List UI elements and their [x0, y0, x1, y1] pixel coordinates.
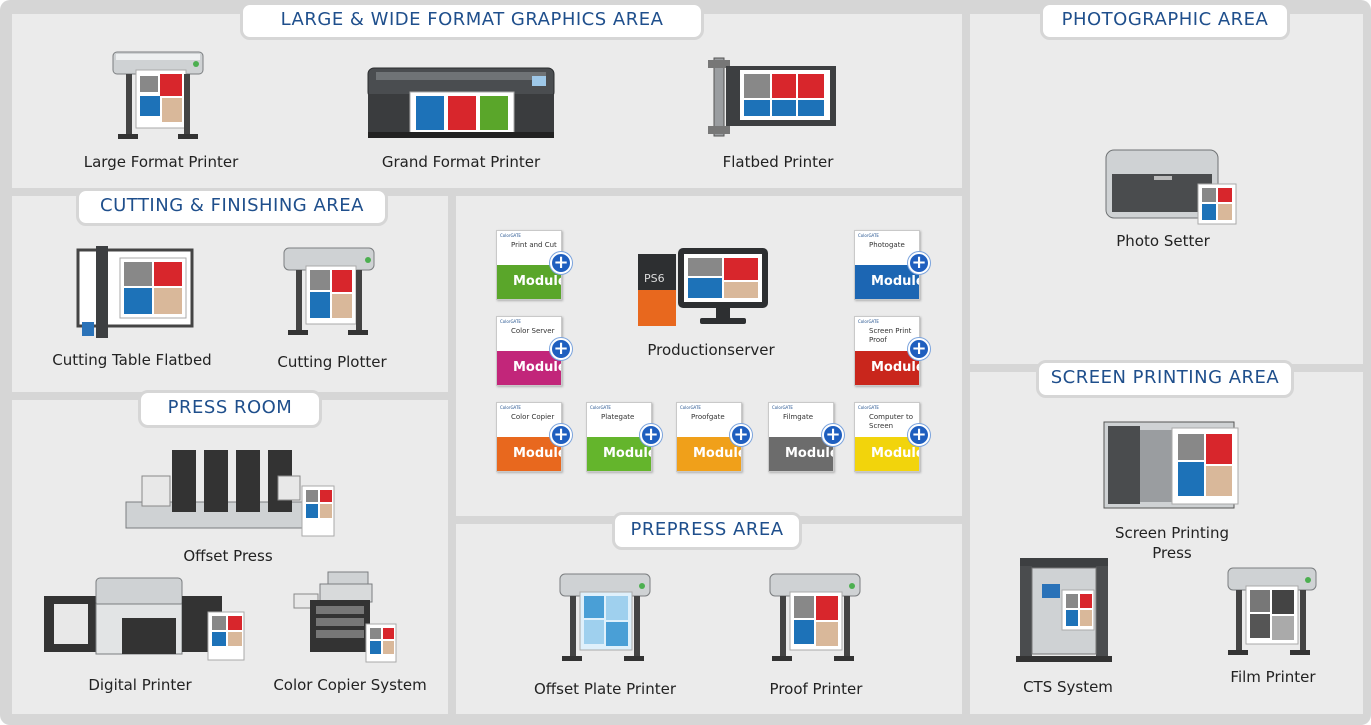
flatbed-printer-label: Flatbed Printer: [680, 152, 876, 172]
color-copier-system-label: Color Copier System: [260, 675, 440, 695]
cutting-plotter-label: Cutting Plotter: [262, 352, 402, 372]
cutting-finishing-area-title: CUTTING & FINISHING AREA: [76, 188, 388, 226]
plus-icon: +: [822, 424, 844, 446]
proof-printer-label: Proof Printer: [746, 679, 886, 699]
plus-icon: +: [908, 338, 930, 360]
flatbed-printer-icon[interactable]: [706, 56, 842, 138]
plus-icon: +: [908, 252, 930, 274]
press-room-title: PRESS ROOM: [138, 390, 322, 428]
prepress-area-title: PREPRESS AREA: [612, 512, 802, 550]
module-brand: ColorGATE: [500, 319, 521, 324]
large-format-area-title: LARGE & WIDE FORMAT GRAPHICS AREA: [240, 2, 704, 40]
module-screen-print-proof[interactable]: ColorGATE Screen Print Proof Module +: [854, 316, 922, 388]
proof-printer-icon[interactable]: [766, 572, 864, 668]
module-filmgate[interactable]: ColorGATE Filmgate Module +: [768, 402, 836, 474]
module-brand: ColorGATE: [590, 405, 611, 410]
plus-icon: +: [550, 252, 572, 274]
production-server-icon[interactable]: PS6: [636, 246, 770, 330]
plus-icon: +: [640, 424, 662, 446]
module-brand: ColorGATE: [858, 319, 879, 324]
module-color-copier[interactable]: ColorGATE Color Copier Module +: [496, 402, 564, 474]
module-proofgate[interactable]: ColorGATE Proofgate Module +: [676, 402, 744, 474]
offset-press-icon[interactable]: [122, 446, 336, 540]
module-brand: ColorGATE: [500, 233, 521, 238]
film-printer-icon[interactable]: [1224, 566, 1320, 662]
module-computer-to-screen[interactable]: ColorGATE Computer to Screen Module +: [854, 402, 922, 474]
module-name: Photogate: [869, 241, 919, 250]
module-word: Module: [785, 446, 834, 461]
offset-plate-printer-icon[interactable]: [556, 572, 654, 668]
module-name: Filmgate: [783, 413, 833, 422]
module-name: Proofgate: [691, 413, 741, 422]
module-name: Color Copier: [511, 413, 561, 422]
module-photogate[interactable]: ColorGATE Photogate Module +: [854, 230, 922, 302]
color-copier-system-icon[interactable]: [292, 570, 398, 664]
cutting-table-flatbed-label: Cutting Table Flatbed: [36, 350, 228, 370]
productionserver-label: Productionserver: [626, 340, 796, 360]
photo-setter-label: Photo Setter: [1080, 231, 1246, 251]
module-brand: ColorGATE: [680, 405, 701, 410]
digital-printer-icon[interactable]: [42, 574, 246, 662]
module-word: Module: [871, 446, 920, 461]
module-plategate[interactable]: ColorGATE Plategate Module +: [586, 402, 654, 474]
plus-icon: +: [550, 424, 572, 446]
module-word: Module: [693, 446, 742, 461]
screen-printing-press-icon[interactable]: [1102, 420, 1242, 512]
module-name: Color Server: [511, 327, 561, 336]
module-brand: ColorGATE: [500, 405, 521, 410]
film-printer-label: Film Printer: [1208, 667, 1338, 687]
module-color-server[interactable]: ColorGATE Color Server Module +: [496, 316, 564, 388]
offset-press-label: Offset Press: [148, 546, 308, 566]
module-word: Module: [513, 274, 562, 289]
plus-icon: +: [550, 338, 572, 360]
module-name: Print and Cut: [511, 241, 561, 250]
plus-icon: +: [908, 424, 930, 446]
module-brand: ColorGATE: [772, 405, 793, 410]
module-word: Module: [513, 360, 562, 375]
module-word: Module: [603, 446, 652, 461]
large-format-printer-label: Large Format Printer: [66, 152, 256, 172]
plus-icon: +: [730, 424, 752, 446]
large-format-printer-icon[interactable]: [108, 50, 208, 146]
cutting-table-flatbed-icon[interactable]: [76, 244, 194, 340]
grand-format-printer-label: Grand Format Printer: [356, 152, 566, 172]
module-word: Module: [871, 274, 920, 289]
cts-system-icon[interactable]: [1014, 556, 1114, 666]
screen-printing-press-label: Screen Printing Press: [1102, 523, 1242, 563]
server-badge: PS6: [644, 272, 665, 285]
offset-plate-printer-label: Offset Plate Printer: [516, 679, 694, 699]
module-brand: ColorGATE: [858, 233, 879, 238]
digital-printer-label: Digital Printer: [60, 675, 220, 695]
cts-system-label: CTS System: [996, 677, 1140, 697]
module-name: Plategate: [601, 413, 651, 422]
grand-format-printer-icon[interactable]: [366, 66, 556, 140]
screen-printing-area-title: SCREEN PRINTING AREA: [1036, 360, 1294, 398]
module-brand: ColorGATE: [858, 405, 879, 410]
photo-setter-icon[interactable]: [1104, 146, 1238, 226]
photographic-area-title: PHOTOGRAPHIC AREA: [1040, 2, 1290, 40]
module-word: Module: [871, 360, 920, 375]
cutting-plotter-icon[interactable]: [280, 246, 378, 340]
module-print-and-cut[interactable]: ColorGATE Print and Cut Module +: [496, 230, 564, 302]
module-word: Module: [513, 446, 562, 461]
